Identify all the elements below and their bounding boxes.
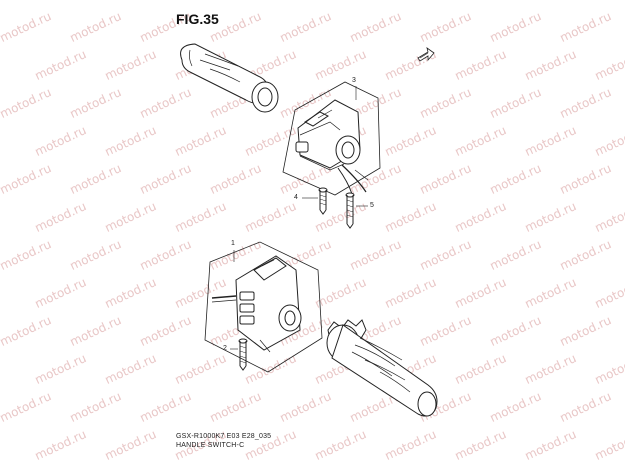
screw-4-part <box>318 187 328 215</box>
figure-name: HANDLE SWITCH-C <box>176 442 245 449</box>
figure-code: GSX-R1000K7 E03 E28_035 <box>176 433 272 440</box>
callout-4: 4 <box>294 194 298 201</box>
figure-title: FIG.35 <box>176 11 219 27</box>
left-grip-part <box>180 43 279 113</box>
screw-2-part <box>238 338 248 371</box>
screw-5-part <box>345 192 355 229</box>
part-3-outline <box>282 81 381 196</box>
throttle-grip-part <box>326 319 438 417</box>
callout-1: 1 <box>231 240 235 247</box>
part-1-outline <box>204 241 323 373</box>
right-handle-switch-part <box>295 99 369 195</box>
callout-3: 3 <box>352 77 356 84</box>
callout-5: 5 <box>370 202 374 209</box>
front-arrow-icon <box>417 47 435 62</box>
callout-2: 2 <box>223 345 227 352</box>
left-handle-switch-part <box>211 255 302 353</box>
